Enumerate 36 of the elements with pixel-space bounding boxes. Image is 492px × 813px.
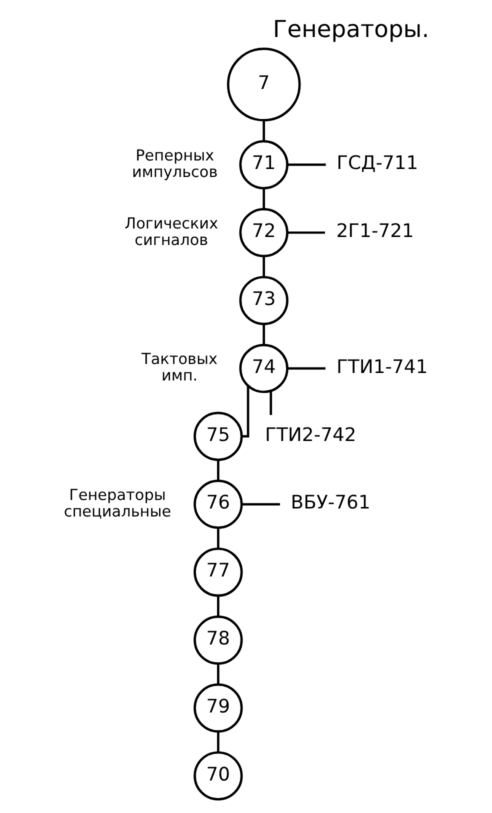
node-text: 2Г1-721 (336, 221, 414, 242)
connector (217, 528, 220, 548)
connector (217, 664, 220, 684)
connector (287, 231, 325, 234)
node-label: Реперных импульсов (132, 146, 218, 181)
node-circle: 74 (239, 344, 288, 394)
node-text: ГСД-711 (336, 153, 418, 174)
node-circle: 76 (194, 480, 243, 529)
node-circle: 77 (194, 548, 243, 597)
node-text: ГТИ1-741 (336, 356, 428, 378)
diagram-title: Генераторы. (272, 15, 430, 44)
node-circle: 78 (194, 616, 243, 665)
node-text: ВБУ-761 (290, 492, 370, 514)
node-label: Логических сигналов (124, 214, 218, 249)
node-circle: 72 (239, 208, 288, 258)
connector (242, 503, 280, 506)
node-label: Генераторы специальные (64, 486, 172, 520)
node-circle: 75 (194, 412, 243, 461)
connector (217, 732, 220, 752)
node-circle: 71 (239, 140, 288, 190)
connector (262, 324, 266, 345)
connector (262, 120, 266, 142)
node-text: ГТИ2-742 (265, 424, 356, 446)
node-circle: 79 (194, 683, 243, 733)
connector (217, 460, 220, 480)
connector (242, 386, 250, 438)
node-label: Тактовых имп. (142, 350, 218, 385)
connector (262, 256, 266, 277)
connector (288, 367, 326, 370)
connector (217, 596, 220, 616)
connector (270, 391, 272, 415)
connector (287, 164, 326, 166)
node-circle: 70 (194, 751, 243, 800)
connector (262, 188, 266, 209)
node-circle: 73 (239, 276, 288, 326)
node-circle: 7 (226, 48, 301, 122)
